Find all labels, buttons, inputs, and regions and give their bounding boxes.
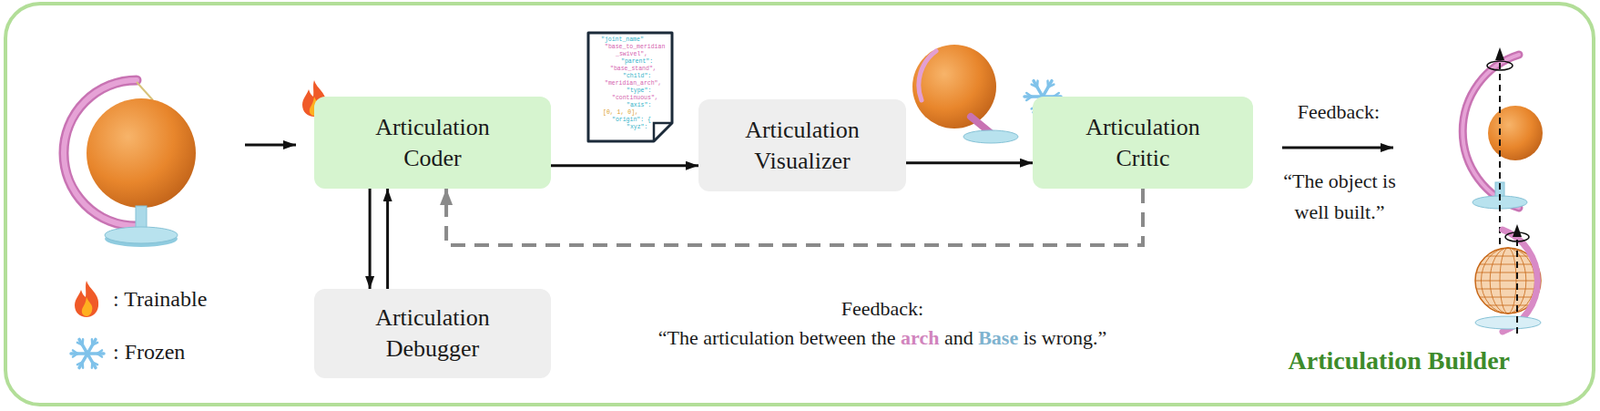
code-line: "child": [622,72,652,80]
box-label: Articulation Visualizer [723,114,883,177]
code-document [588,32,673,142]
connector-arrow [386,188,389,289]
process-box: Articulation Debugger [314,288,551,378]
code-line: "axis": [626,101,652,109]
result-globe [1462,47,1543,266]
connector-arrow [368,188,372,289]
feedback-text: “The object is well built.” [1271,165,1408,228]
code-line: "joint_name" [601,36,644,43]
code-line: "continuous", [611,94,659,102]
feedback-text: Feedback: [1297,100,1380,124]
snowflake-icons [71,81,1061,368]
rendered-globe [912,44,1019,143]
code-line: "xyz": [626,123,648,131]
connector-arrow [906,161,1033,164]
code-line: _swivel", [615,50,648,58]
process-box: Articulation Visualizer [698,99,907,192]
code-line: "base_stand", [610,65,657,72]
code-line: "meridian_arch", [604,80,662,87]
output-arrow [1282,146,1394,150]
code-line: "type": [626,87,652,94]
legend-text: : Trainable [112,286,207,312]
code-line: "origin": { [611,116,652,123]
feedback-text: “The articulation between the arch and B… [658,326,1108,350]
wireframe-globe [1475,224,1541,334]
connector-arrow [446,188,1143,245]
process-box: Articulation Coder [314,96,551,189]
input-arrow [244,143,296,147]
box-label: Articulation Coder [353,112,513,174]
fire-icon [74,280,99,317]
code-line: [0, 1, 0], [602,109,639,116]
builder-frame [5,3,1594,405]
legend-text: : Frozen [112,339,185,365]
code-line: "parent": [621,58,653,65]
process-box: Articulation Critic [1032,96,1254,189]
feedback-text: Feedback: [841,296,924,321]
diagram-title: Articulation Builder [1288,346,1510,376]
box-label: Articulation Debugger [353,302,513,365]
connector-arrow [550,163,699,167]
box-label: Articulation Critic [1063,112,1223,174]
code-line: "base_to_meridian [604,43,665,51]
input-globe [63,80,196,247]
